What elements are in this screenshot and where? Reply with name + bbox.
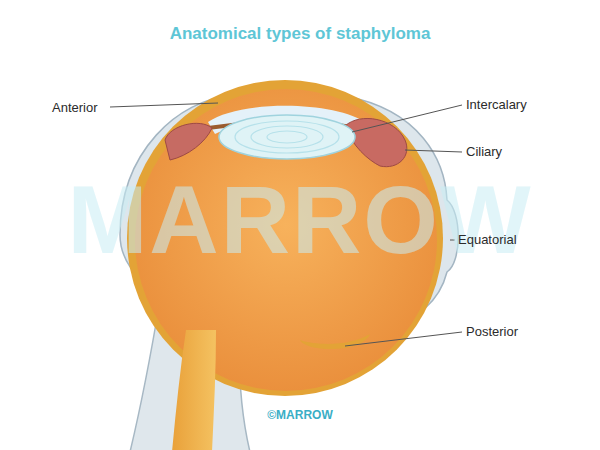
lens [219,115,355,159]
posterior-bulge [300,334,370,349]
leader-line [352,105,462,132]
leader-line [110,103,218,107]
watermark: MARROW [67,165,532,275]
part-label: Posterior [466,324,518,339]
lens-ring [251,126,323,148]
part-label: Anterior [52,100,98,115]
copyright-mark: ©MARROW [267,408,333,422]
leader-line [345,332,462,346]
ciliary-body [165,123,212,160]
lens-ring [267,131,307,143]
optic-nerve [172,330,216,450]
part-label: Ciliary [466,144,502,159]
leader-line [405,150,462,152]
lens-ring [235,121,339,153]
diagram-title: Anatomical types of staphyloma [170,24,431,44]
part-label: Intercalary [466,97,527,112]
part-label: Equatorial [458,232,517,247]
